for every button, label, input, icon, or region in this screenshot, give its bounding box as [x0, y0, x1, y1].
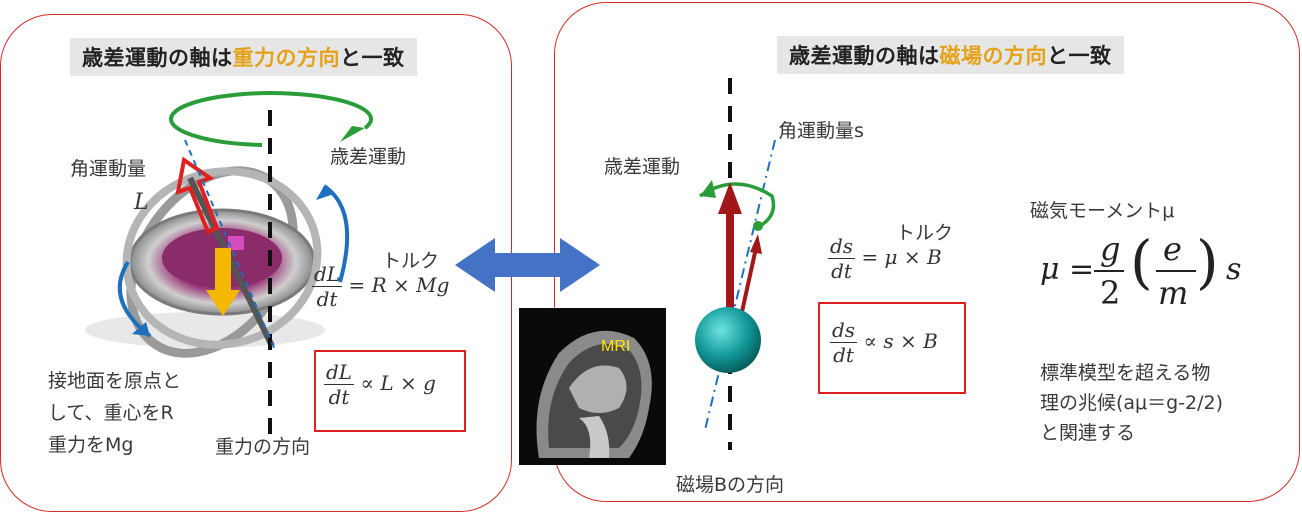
angular-momentum-label-left: 角運動量 [70, 158, 147, 180]
right-panel-spin [554, 2, 1300, 502]
particle-sphere [695, 307, 761, 373]
mu-formula-bar-e [1156, 270, 1196, 272]
field-direction-label: 磁場Bの方向 [676, 474, 785, 496]
precession-label-right: 歳差運動 [604, 156, 681, 178]
mri-head-graphic [536, 330, 652, 458]
magnetic-moment-label: 磁気モーメントμ [1030, 200, 1175, 222]
note-line3: 重力をMg [48, 434, 134, 456]
proportional-box-right [818, 302, 966, 394]
left-title: 歳差運動の軸は重力の方向と一致 [70, 38, 417, 76]
left-precession-arrow [169, 91, 374, 147]
torque-label-right: トルク [896, 222, 954, 244]
note-line2: して、重心をR [48, 402, 174, 424]
mu-formula-lparen: ( [1130, 228, 1153, 296]
spin-rotation-arrows [117, 184, 350, 338]
mu-formula-bar-g [1094, 270, 1124, 272]
note-line1: 接地面を原点と [48, 370, 182, 392]
mri-label: MRI [601, 338, 631, 355]
gravity-direction-label: 重力の方向 [215, 436, 311, 458]
angular-momentum-label-right: 角運動量s [778, 120, 864, 142]
proportional-box-left [314, 350, 466, 432]
spin-axis-line-right [704, 139, 776, 431]
gravity-arrow [206, 248, 240, 316]
right-precession-arrow [699, 180, 776, 231]
analogy-double-arrow [455, 238, 600, 292]
spin-axis-line-left [184, 139, 276, 351]
mri-image: MRI [519, 308, 666, 465]
precession-label-left: 歳差運動 [330, 146, 407, 168]
beyond-sm-line3: と関連する [1040, 422, 1136, 444]
beyond-sm-line1: 標準模型を超える物 [1040, 362, 1211, 384]
beyond-sm-line2: 理の兆候(aμ＝g-2/2) [1040, 392, 1224, 414]
angular-momentum-symbol-left: L [134, 190, 149, 215]
right-title: 歳差運動の軸は磁場の方向と一致 [777, 36, 1124, 74]
torque-label-left: トルク [382, 250, 440, 272]
mu-formula-rparen: ) [1196, 228, 1219, 296]
angular-momentum-arrow-left [175, 156, 220, 235]
